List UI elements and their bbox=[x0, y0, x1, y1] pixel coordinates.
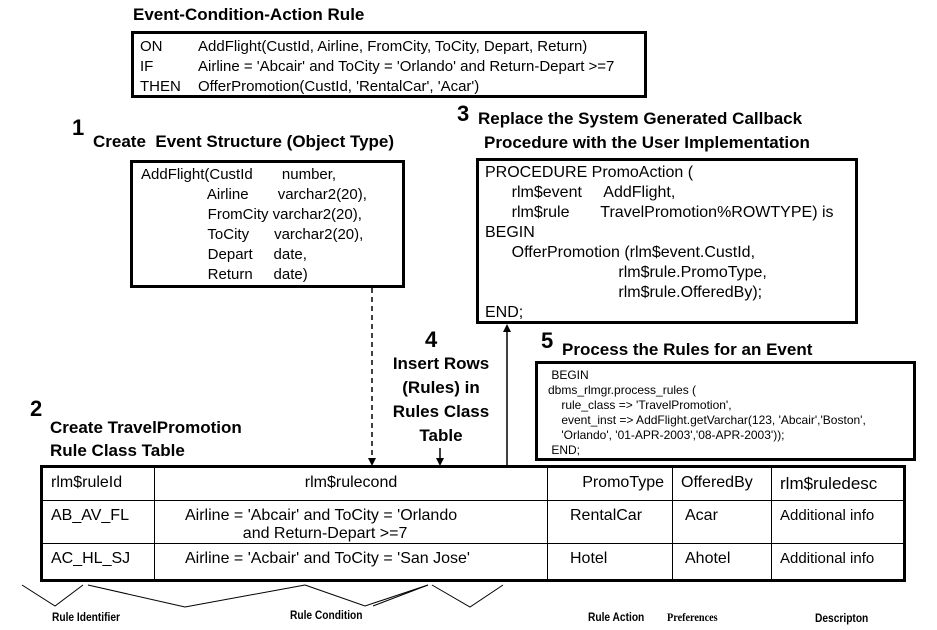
brace-action bbox=[304, 584, 429, 607]
header-ruledesc: rlm$ruledesc bbox=[771, 466, 905, 501]
code-line: END; bbox=[548, 443, 581, 457]
eca-clause: OfferPromotion(CustId, 'RentalCar', 'Aca… bbox=[198, 78, 480, 95]
eca-row: THEN OfferPromotion(CustId, 'RentalCar', … bbox=[140, 77, 638, 97]
step-number: 5 bbox=[541, 328, 554, 353]
eca-box: ON AddFlight(CustId, Airline, FromCity, T… bbox=[131, 31, 647, 98]
eca-title: Event-Condition-Action Rule bbox=[133, 5, 365, 24]
cell-ruledesc: Additional info bbox=[771, 543, 905, 581]
brace-preferences bbox=[372, 584, 429, 607]
code-line: Insert Rows bbox=[392, 354, 490, 373]
code-line: Rules Class bbox=[392, 402, 490, 421]
brace-label: Rule Action bbox=[588, 610, 645, 624]
brace-description bbox=[431, 584, 504, 608]
brace-identifier bbox=[21, 584, 84, 607]
brace-label: Descripton bbox=[815, 611, 869, 625]
code-line: rule_class => 'TravelPromotion', bbox=[548, 398, 732, 412]
rule-class-table: rlm$ruleId rlm$rulecond PromoType Offere… bbox=[40, 465, 906, 582]
eca-row: ON AddFlight(CustId, Airline, FromCity, T… bbox=[140, 37, 638, 57]
code-line: event_inst => AddFlight.getVarchar(123, … bbox=[548, 413, 866, 427]
code-line: Return date) bbox=[141, 266, 308, 283]
eca-row: IF Airline = 'Abcair' and ToCity = 'Orlan… bbox=[140, 57, 638, 77]
step1-title: Create Event Structure (Object Type) bbox=[93, 132, 395, 151]
code-line: rlm$event AddFlight, bbox=[485, 184, 676, 201]
eca-clause: Airline = 'Abcair' and ToCity = 'Orlando… bbox=[198, 58, 615, 75]
code-line: OfferPromotion (rlm$event.CustId, bbox=[485, 244, 756, 261]
header-promotype: PromoType bbox=[547, 466, 673, 501]
code-line: rlm$rule.PromoType, bbox=[485, 264, 767, 281]
code-line: FromCity varchar2(20), bbox=[141, 206, 362, 223]
step3-title-2: Procedure with the User Implementation bbox=[484, 133, 810, 152]
eca-keyword: ON bbox=[140, 38, 163, 55]
arrowhead bbox=[368, 458, 376, 466]
code-line: (Rules) in bbox=[402, 378, 480, 397]
brace-condition bbox=[87, 584, 306, 608]
cell-ruleid: AC_HL_SJ bbox=[41, 543, 155, 581]
table-row: AB_AV_FL Airline = 'Abcair' and ToCity =… bbox=[41, 500, 905, 544]
code-line: AddFlight(CustId number, bbox=[141, 166, 337, 183]
cell-rulecond: Airline = 'Acbair' and ToCity = 'San Jos… bbox=[154, 543, 548, 581]
eca-keyword: IF bbox=[140, 58, 154, 75]
code-line: ToCity varchar2(20), bbox=[141, 226, 364, 243]
cell-promotype: Hotel bbox=[547, 543, 673, 581]
step-number: 4 bbox=[425, 327, 438, 352]
cell-ruledesc: Additional info bbox=[771, 500, 905, 544]
code-line: END; bbox=[485, 304, 524, 321]
code-line: PROCEDURE PromoAction ( bbox=[485, 164, 694, 181]
code-line: BEGIN bbox=[548, 368, 589, 382]
cell-rulecond: Airline = 'Abcair' and ToCity = 'Orlando… bbox=[154, 500, 548, 544]
procedure-box: PROCEDURE PromoAction ( rlm$event AddFli… bbox=[476, 158, 858, 324]
eca-clause: AddFlight(CustId, Airline, FromCity, ToC… bbox=[198, 38, 588, 55]
step3-title-1: Replace the System Generated Callback bbox=[478, 109, 803, 128]
code-line: Airline varchar2(20), bbox=[141, 186, 367, 203]
step-number: 3 bbox=[457, 101, 470, 126]
arrowhead bbox=[503, 324, 511, 332]
cell-offeredby: Ahotel bbox=[672, 543, 772, 581]
event-structure-box: AddFlight(CustId number, Airline varchar… bbox=[130, 160, 405, 288]
step5-title: Process the Rules for an Event bbox=[562, 340, 813, 359]
code-line: BEGIN bbox=[485, 224, 535, 241]
code-line: Depart date, bbox=[141, 246, 307, 263]
step-number: 1 bbox=[72, 115, 85, 140]
header-ruleid: rlm$ruleId bbox=[41, 466, 155, 501]
step2-title-1: Create TravelPromotion bbox=[50, 418, 242, 437]
eca-keyword: THEN bbox=[140, 78, 181, 95]
brace-label: Preferences bbox=[667, 610, 718, 624]
code-line: Table bbox=[419, 426, 463, 445]
brace-label: Rule Condition bbox=[290, 608, 363, 622]
table-row: AC_HL_SJ Airline = 'Acbair' and ToCity =… bbox=[41, 543, 905, 581]
cell-offeredby: Acar bbox=[672, 500, 772, 544]
brace-label: Rule Identifier bbox=[52, 610, 121, 624]
step-number: 2 bbox=[30, 396, 43, 421]
step2-title-2: Rule Class Table bbox=[50, 441, 185, 460]
code-line: rlm$rule.OfferedBy); bbox=[485, 284, 763, 301]
cell-ruleid: AB_AV_FL bbox=[41, 500, 155, 544]
table-header-row: rlm$ruleId rlm$rulecond PromoType Offere… bbox=[41, 466, 905, 501]
code-line: dbms_rlmgr.process_rules ( bbox=[548, 383, 697, 397]
cell-promotype: RentalCar bbox=[547, 500, 673, 544]
arrowhead bbox=[436, 458, 444, 466]
code-line: 'Orlando', '01-APR-2003','08-APR-2003'))… bbox=[548, 428, 785, 442]
header-offeredby: OfferedBy bbox=[672, 466, 772, 501]
code-line: rlm$rule TravelPromotion%ROWTYPE) is bbox=[485, 204, 834, 221]
header-rulecond: rlm$rulecond bbox=[154, 466, 548, 501]
